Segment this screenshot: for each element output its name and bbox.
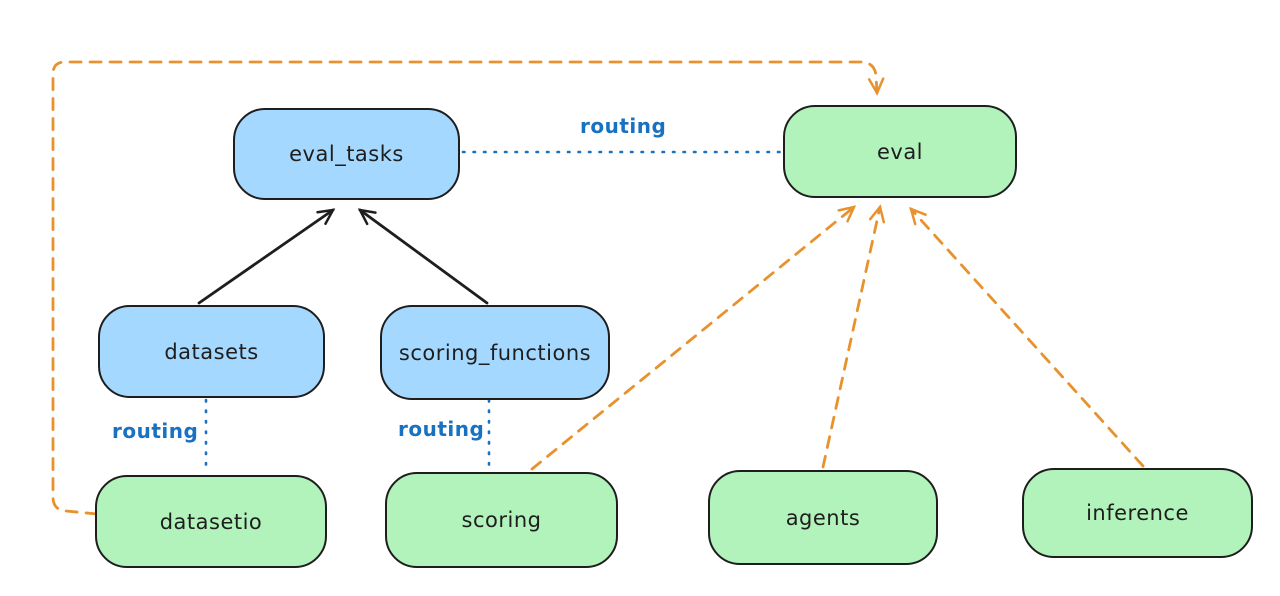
node-eval-tasks-label: eval_tasks (289, 142, 404, 166)
node-agents: agents (708, 470, 938, 565)
edge-scoring-functions-eval-tasks-arrow (357, 208, 489, 305)
node-scoring: scoring (385, 472, 618, 568)
edge-inference-eval-arrow (909, 206, 1145, 468)
node-scoring-label: scoring (461, 508, 542, 532)
node-datasets: datasets (98, 305, 325, 398)
node-datasets-label: datasets (164, 339, 259, 364)
edge-label-routing-scoring-functions-scoring: routing (398, 417, 485, 441)
node-eval: eval (783, 105, 1017, 198)
edge-agents-eval-arrow (821, 204, 886, 469)
edge-datasets-eval-tasks-arrow (197, 208, 336, 305)
edge-label-routing-eval-tasks-eval: routing (580, 114, 667, 138)
node-inference-label: inference (1086, 501, 1189, 525)
node-scoring-functions-label: scoring_functions (398, 340, 592, 365)
node-scoring-functions: scoring_functions (380, 305, 610, 400)
node-datasetio-label: datasetio (159, 509, 263, 534)
node-eval-tasks: eval_tasks (233, 108, 460, 200)
node-datasetio: datasetio (95, 475, 327, 568)
node-eval-label: eval (876, 139, 924, 164)
edge-label-routing-datasets-datasetio: routing (112, 419, 199, 443)
edge-datasetio-eval-elbow-arrow (51, 60, 885, 516)
node-inference: inference (1022, 468, 1253, 558)
node-agents-label: agents (785, 505, 861, 530)
